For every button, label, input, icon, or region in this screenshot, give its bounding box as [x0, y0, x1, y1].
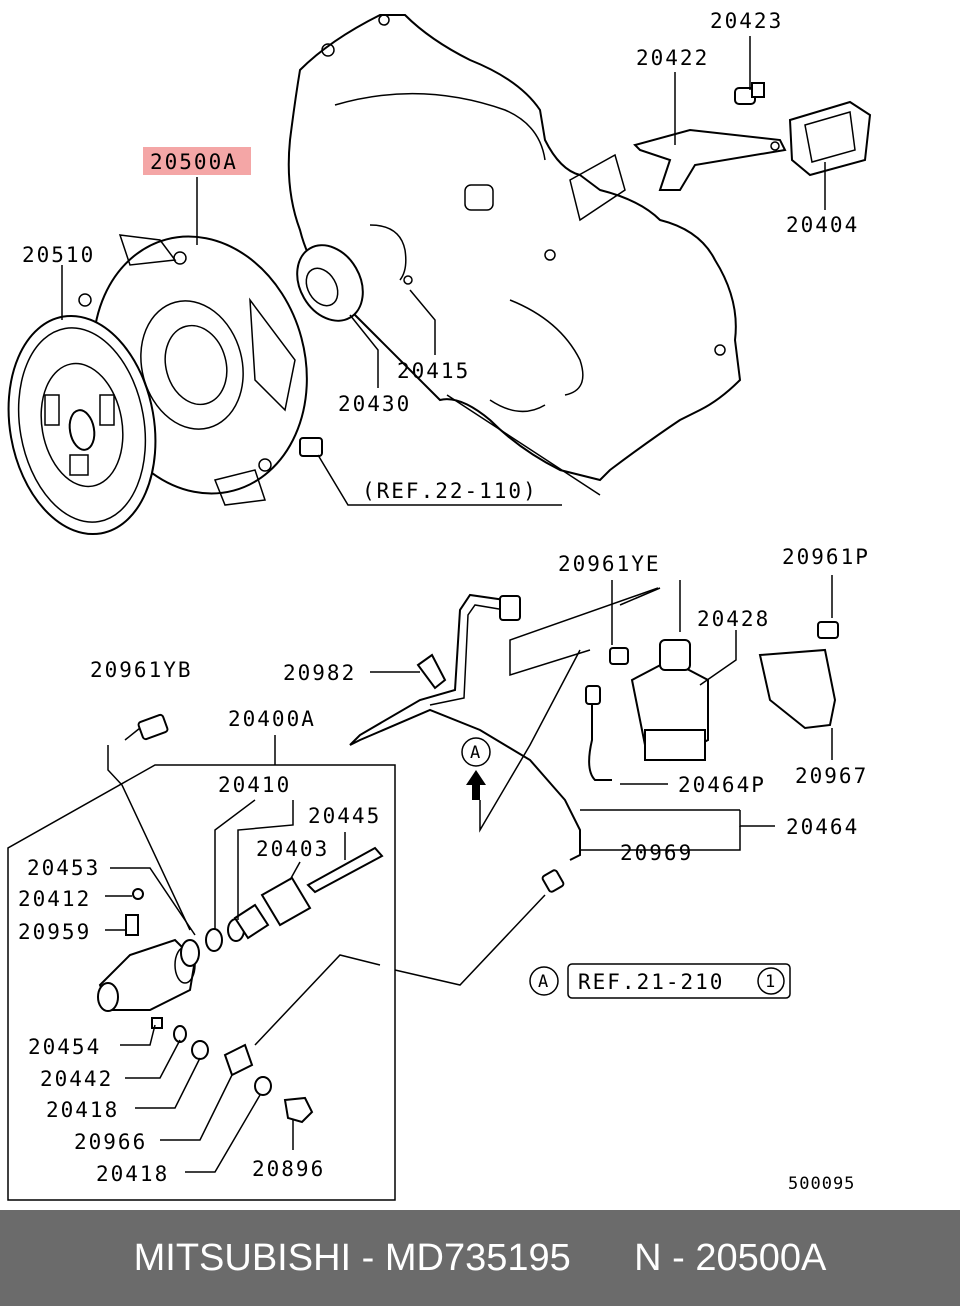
label-20961YE: 20961YE	[558, 552, 661, 576]
label-20412: 20412	[18, 887, 91, 911]
footer-sep1: -	[351, 1236, 385, 1279]
bolt-20961YB	[124, 713, 169, 741]
label-20982: 20982	[283, 661, 356, 685]
pivot-20423	[734, 82, 765, 105]
highlight-20500A	[143, 147, 251, 175]
parts-diagram: A 20500A 20510 20430 20415 20423 20422 2…	[7, 9, 872, 1201]
label-20453: 20453	[27, 856, 100, 880]
bracket-20982	[416, 653, 447, 690]
label-20967: 20967	[795, 764, 868, 788]
label-20423: 20423	[710, 9, 783, 33]
label-20961YB: 20961YB	[90, 658, 193, 682]
union-bolt-20966	[223, 1043, 254, 1077]
release-bearing	[296, 244, 364, 322]
part-20442	[173, 1025, 187, 1043]
assembly-box	[7, 764, 396, 1201]
boot-20445	[260, 876, 312, 927]
label-20961P: 20961P	[782, 545, 870, 569]
label-ref21-num: 1	[765, 972, 776, 992]
washer-20418b	[254, 1076, 272, 1096]
release-cylinder	[97, 938, 197, 1012]
arrow-up-icon	[466, 770, 486, 800]
label-20464: 20464	[786, 815, 859, 839]
label-20454: 20454	[28, 1035, 101, 1059]
label-20896: 20896	[252, 1157, 325, 1181]
footer-part-number: MD735195	[384, 1236, 571, 1279]
bracket-20967	[758, 648, 837, 730]
cap-20412	[132, 888, 144, 900]
release-fork	[633, 128, 787, 191]
label-20428: 20428	[697, 607, 770, 631]
label-ref22: (REF.22-110)	[362, 479, 538, 503]
label-20422: 20422	[636, 46, 709, 70]
clutch-disc	[7, 314, 157, 536]
label-20969: 20969	[620, 841, 693, 865]
footer-code-prefix: N	[634, 1236, 662, 1279]
label-20418-a: 20418	[46, 1098, 119, 1122]
label-20442: 20442	[40, 1067, 113, 1091]
label-20966: 20966	[74, 1130, 147, 1154]
label-20445: 20445	[308, 804, 381, 828]
label-20403: 20403	[256, 837, 329, 861]
leader-lines	[61, 36, 833, 1173]
clip-20415	[369, 224, 407, 281]
label-20418-b: 20418	[96, 1162, 169, 1186]
label-ref21: REF.21-210	[578, 970, 724, 994]
valve-20428	[609, 639, 709, 762]
bleeder-20959	[125, 914, 139, 936]
bolt-20896	[283, 1096, 314, 1124]
piston-20403	[233, 903, 270, 940]
spring-20453	[180, 939, 200, 967]
label-20430: 20430	[338, 392, 411, 416]
ref-a-circle	[529, 966, 559, 996]
boot-20404	[788, 100, 872, 177]
label-20415: 20415	[397, 359, 470, 383]
footer-bar: MITSUBISHI - MD735195 N - 20500A	[0, 1210, 960, 1306]
label-ref-a: A	[538, 972, 549, 992]
diagram-code: 500095	[788, 1174, 855, 1194]
part-20454	[151, 1017, 163, 1029]
ref-a-top-label: A	[470, 743, 481, 763]
label-20959: 20959	[18, 920, 91, 944]
push-rod	[306, 846, 384, 894]
label-20400A: 20400A	[228, 707, 316, 731]
label-20410: 20410	[218, 773, 291, 797]
washer-20418a	[191, 1040, 209, 1060]
footer-code: 20500A	[695, 1236, 827, 1279]
ref21-num-circle	[757, 967, 785, 995]
seal-20410a	[205, 928, 223, 952]
label-20404: 20404	[786, 213, 859, 237]
footer-brand: MITSUBISHI	[133, 1236, 352, 1279]
clutch-pipe	[349, 593, 581, 861]
footer-sep2: -	[661, 1236, 696, 1279]
hose-20464P	[588, 700, 612, 781]
bolt-ref22	[299, 437, 323, 457]
footer-gap	[571, 1237, 634, 1280]
ref-a-circle-top	[461, 737, 491, 767]
label-20510: 20510	[22, 243, 95, 267]
ref21-box	[567, 963, 791, 999]
label-20464P: 20464P	[678, 773, 766, 797]
label-20500A: 20500A	[150, 150, 238, 174]
